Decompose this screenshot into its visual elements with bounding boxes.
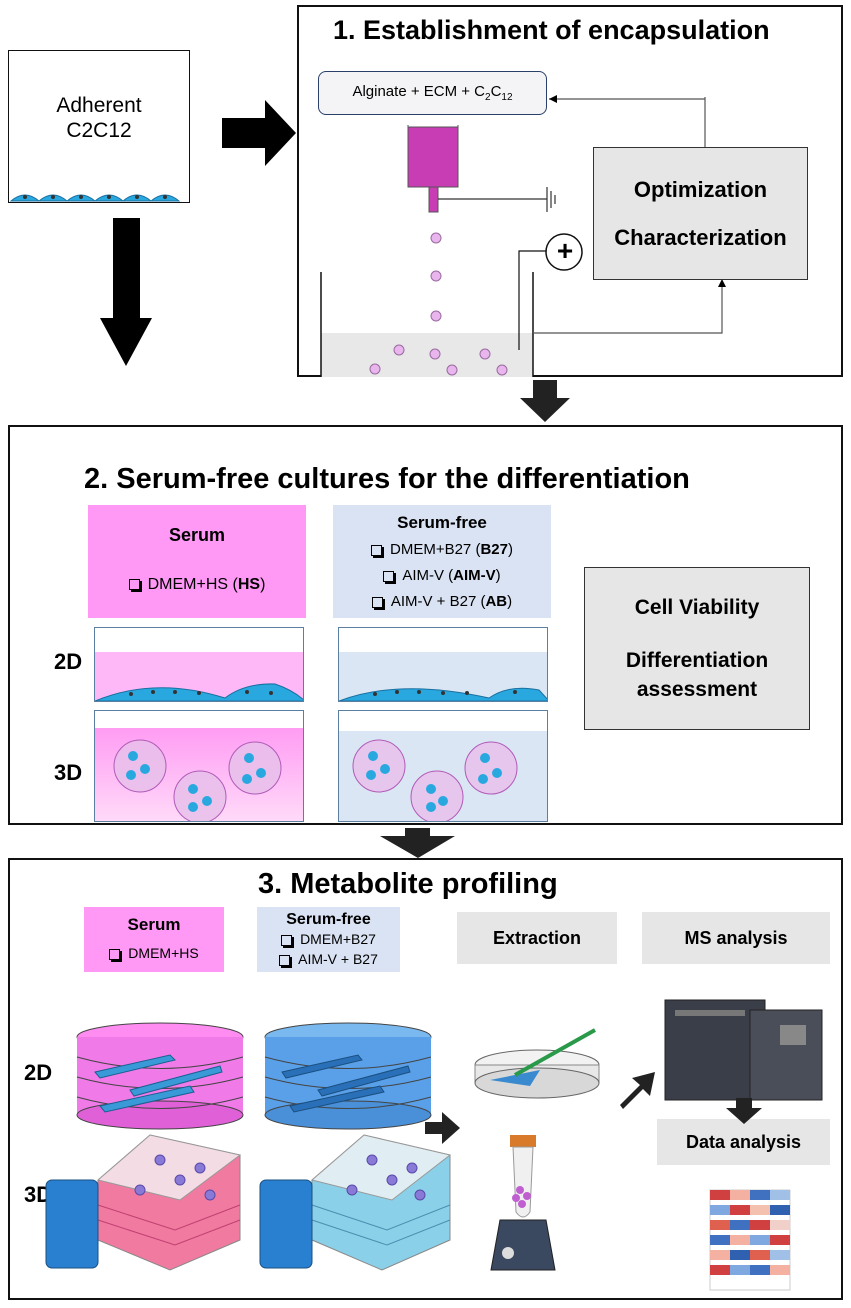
3d-serum-free-culture	[338, 710, 548, 822]
paren: )	[260, 576, 266, 593]
heatmap-icon	[709, 1189, 791, 1291]
arrow-right-icon	[222, 100, 296, 166]
serum-free-medium-item: AIM-V + B27 (AB)	[333, 589, 551, 615]
extraction-box: Extraction	[457, 912, 617, 964]
checkbox-icon	[371, 596, 383, 608]
medium-name: DMEM+HS (	[147, 576, 238, 593]
serum-heading: Serum	[168, 525, 226, 545]
medium-abbr: AB	[485, 593, 508, 610]
differentiation-label: Differentiation	[625, 649, 769, 672]
encapsulation-apparatus	[320, 95, 726, 377]
2d-serum-culture	[94, 627, 304, 702]
mixture-text: Alginate + ECM + C	[352, 83, 486, 100]
section-3-metabolite-profiling: 3. Metabolite profiling Serum DMEM+HS Se…	[8, 858, 843, 1300]
3d-serum-culture	[94, 710, 304, 822]
mixture-text: C	[490, 83, 502, 100]
adherent-cells-layer	[9, 194, 181, 202]
serum-free-heading: Serum-free	[397, 513, 487, 532]
cell-line-label: C2C12	[66, 119, 132, 142]
data-analysis-box: Data analysis	[657, 1119, 830, 1165]
stacked-dishes-serum	[76, 1022, 244, 1130]
checkbox-icon	[128, 579, 140, 591]
serum-free-medium-item: AIM-V + B27	[257, 949, 400, 969]
plus-electrode-icon	[545, 233, 583, 271]
paren: )	[495, 567, 501, 584]
medium-abbr: HS	[237, 576, 261, 593]
mass-spectrometer-icon	[664, 999, 823, 1101]
serum-condition-box: Serum DMEM+HS	[84, 907, 224, 972]
petri-dish-scraper-icon	[474, 1028, 600, 1099]
checkbox-icon	[383, 570, 395, 582]
section-1-title: 1. Establishment of encapsulation	[333, 15, 770, 45]
arrow-down-icon	[726, 1098, 762, 1124]
serum-free-medium-item: DMEM+B27 (B27)	[333, 537, 551, 563]
row-label-3d: 3D	[54, 760, 83, 785]
serum-free-condition-box: Serum-free DMEM+B27 (B27) AIM-V (AIM-V) …	[333, 505, 551, 618]
section-3-title: 3. Metabolite profiling	[258, 868, 558, 900]
flask-stack-serum-free	[259, 1134, 452, 1271]
serum-free-condition-box: Serum-free DMEM+B27 AIM-V + B27	[257, 907, 400, 972]
medium-name: DMEM+HS	[128, 945, 199, 961]
arrow-down-icon	[380, 828, 455, 858]
checkbox-icon	[109, 948, 121, 960]
optimization-label: Optimization	[633, 176, 768, 202]
arrow-up-right-icon	[620, 1072, 655, 1109]
serum-medium-item: DMEM+HS (HS)	[88, 573, 306, 597]
medium-name: DMEM+B27 (	[390, 541, 481, 558]
serum-free-medium-item: DMEM+B27	[257, 929, 400, 949]
serum-medium-item: DMEM+HS	[84, 941, 224, 965]
medium-name: AIM-V + B27	[298, 951, 378, 967]
data-analysis-label: Data analysis	[685, 1131, 802, 1152]
adherent-cells-box: Adherent C2C12	[8, 50, 190, 203]
checkbox-icon	[371, 544, 382, 556]
serum-free-medium-item: AIM-V (AIM-V)	[333, 563, 551, 589]
medium-abbr: B27	[480, 541, 508, 558]
serum-heading: Serum	[127, 915, 181, 934]
stacked-dishes-serum-free	[264, 1022, 432, 1130]
medium-name: DMEM+B27	[300, 931, 376, 947]
section-1-encapsulation: 1. Establishment of encapsulation Algina…	[297, 5, 843, 377]
ms-analysis-box: MS analysis	[642, 912, 830, 964]
characterization-label: Characterization	[614, 224, 787, 250]
alginate-beads	[369, 232, 508, 376]
2d-serum-free-culture	[338, 627, 548, 702]
assessment-label: assessment	[636, 678, 758, 701]
ms-analysis-label: MS analysis	[684, 927, 788, 948]
syringe-icon	[407, 126, 459, 188]
adherent-label: Adherent	[56, 94, 142, 117]
medium-name: AIM-V (	[402, 567, 454, 584]
paren: )	[507, 541, 513, 558]
serum-free-heading: Serum-free	[286, 911, 371, 928]
serum-condition-box: Serum DMEM+HS (HS)	[88, 505, 306, 618]
plus-symbol: +	[556, 235, 574, 266]
subscript: 2	[485, 92, 491, 103]
paren: )	[507, 593, 513, 610]
checkbox-icon	[279, 954, 291, 966]
checkbox-icon	[281, 934, 293, 946]
vortex-tube-icon	[490, 1135, 556, 1271]
cell-viability-label: Cell Viability	[634, 596, 760, 619]
optimization-box: Optimization Characterization	[593, 147, 808, 280]
row-label-2d: 2D	[24, 1060, 53, 1085]
mixture-box: Alginate + ECM + C2C12	[318, 71, 547, 115]
extraction-label: Extraction	[492, 927, 582, 948]
arrow-right-icon	[425, 1112, 460, 1144]
section-2-serum-free-cultures: 2. Serum-free cultures for the different…	[8, 425, 843, 825]
profiling-illustrations	[45, 999, 823, 1291]
assessment-box: Cell Viability Differentiation assessmen…	[584, 567, 810, 730]
medium-name: AIM-V + B27 (	[390, 593, 486, 610]
section-2-title: 2. Serum-free cultures for the different…	[84, 463, 690, 495]
row-label-2d: 2D	[54, 649, 83, 674]
medium-abbr: AIM-V	[453, 567, 496, 584]
arrow-down-icon	[520, 380, 570, 422]
subscript: 12	[501, 92, 513, 103]
ground-icon	[546, 187, 556, 212]
flask-stack-serum	[45, 1134, 242, 1271]
arrow-down-icon	[100, 218, 152, 366]
